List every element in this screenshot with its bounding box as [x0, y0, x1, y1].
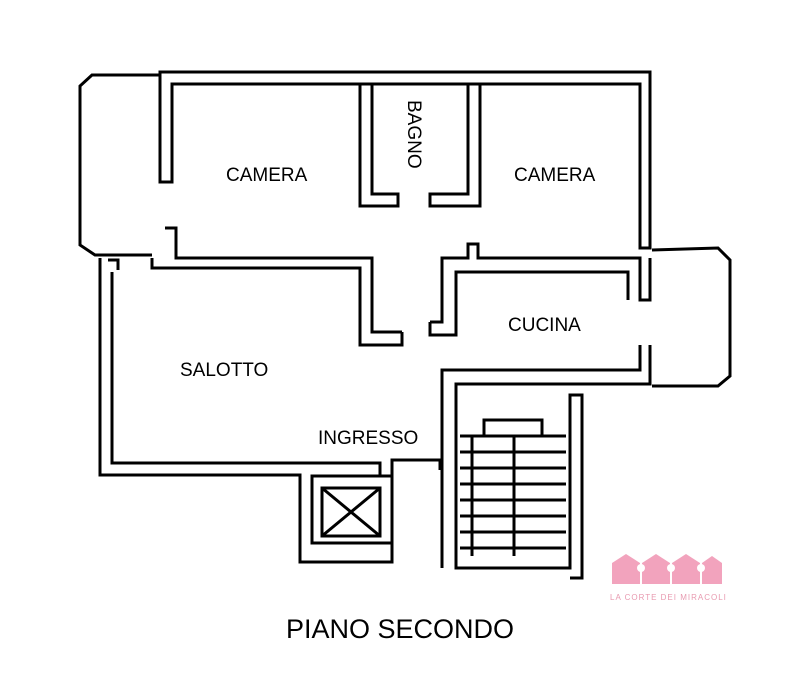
room-label-camera-left: CAMERA — [226, 165, 308, 186]
room-label-bagno: BAGNO — [403, 100, 424, 169]
room-label-salotto: SALOTTO — [180, 360, 268, 381]
logo-houses-icon — [612, 554, 722, 584]
floor-title: PIANO SECONDO — [285, 614, 515, 644]
logo-text: LA CORTE DEI MIRACOLI — [610, 593, 727, 602]
room-label-ingresso: INGRESSO — [318, 428, 418, 449]
room-label-camera-right: CAMERA — [514, 165, 596, 186]
stair-treads — [460, 434, 566, 556]
logo: LA CORTE DEI MIRACOLI — [610, 554, 727, 602]
walls — [78, 70, 732, 580]
room-label-cucina: CUCINA — [508, 315, 581, 336]
